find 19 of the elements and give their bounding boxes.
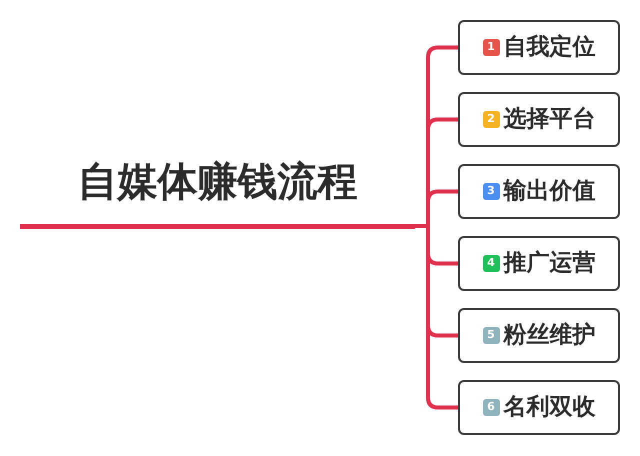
number-badge: 5	[482, 327, 500, 344]
subtopic-label: 选择平台	[504, 108, 596, 131]
subtopic-label: 名利双收	[504, 396, 596, 419]
subtopic-box	[458, 164, 620, 219]
subtopic-box	[458, 92, 620, 147]
number-badge: 4	[482, 255, 500, 272]
number-badge: 2	[482, 111, 500, 128]
subtopic-label: 自我定位	[504, 36, 596, 59]
number-badge: 1	[482, 39, 500, 56]
subtopic-box	[458, 20, 620, 75]
number-badge: 6	[482, 399, 500, 416]
subtopic-label: 推广运营	[504, 252, 596, 275]
subtopic-box	[458, 308, 620, 363]
subtopic-label: 输出价值	[504, 180, 596, 203]
topic-title: 自媒体赚钱流程	[78, 162, 358, 202]
number-badge: 3	[482, 183, 500, 200]
subtopic-box	[458, 236, 620, 291]
subtopic-label: 粉丝维护	[504, 324, 596, 347]
subtopic-box	[458, 380, 620, 435]
